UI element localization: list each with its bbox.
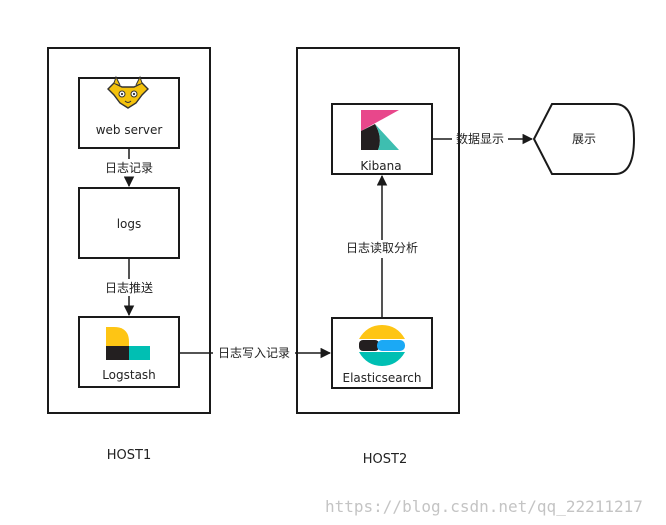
tomcat-cat-icon bbox=[107, 75, 149, 109]
edge-label-log-record: 日志记录 bbox=[105, 161, 153, 175]
watermark-text: https://blog.csdn.net/qq_22211217 bbox=[325, 497, 643, 516]
logstash-node[interactable]: Logstash bbox=[78, 316, 180, 388]
edge-label-data-display: 数据显示 bbox=[456, 131, 504, 146]
edge-webserver-logs: 日志记录 bbox=[105, 149, 153, 188]
kibana-icon bbox=[361, 110, 399, 150]
logs-label: logs bbox=[117, 217, 142, 231]
display-node[interactable]: 展示 bbox=[532, 103, 636, 175]
elasticsearch-node[interactable]: Elasticsearch bbox=[331, 317, 433, 389]
host2-label: HOST2 bbox=[363, 452, 407, 467]
logstash-icon bbox=[106, 327, 150, 360]
host2-container bbox=[296, 47, 460, 414]
logs-node[interactable]: logs bbox=[78, 187, 180, 259]
edge-elasticsearch-kibana: 日志读取分析 bbox=[346, 174, 418, 317]
kibana-label: Kibana bbox=[360, 159, 401, 173]
logstash-label: Logstash bbox=[102, 368, 156, 382]
webserver-label: web server bbox=[96, 123, 163, 137]
host1-label: HOST1 bbox=[107, 448, 151, 463]
webserver-node[interactable]: web server bbox=[78, 75, 180, 149]
display-label: 展示 bbox=[572, 132, 596, 146]
kibana-node[interactable]: Kibana bbox=[331, 103, 433, 175]
edge-kibana-display: 数据显示 bbox=[431, 131, 534, 146]
edge-logs-logstash: 日志推送 bbox=[105, 259, 153, 317]
elasticsearch-label: Elasticsearch bbox=[342, 371, 421, 385]
edge-label-log-write: 日志写入记录 bbox=[218, 346, 290, 360]
edge-label-log-push: 日志推送 bbox=[105, 280, 153, 295]
edge-logstash-elasticsearch: 日志写入记录 bbox=[178, 346, 332, 360]
edge-label-log-read-analyze: 日志读取分析 bbox=[346, 241, 418, 255]
elasticsearch-icon bbox=[359, 325, 405, 366]
host1-container bbox=[47, 47, 211, 414]
